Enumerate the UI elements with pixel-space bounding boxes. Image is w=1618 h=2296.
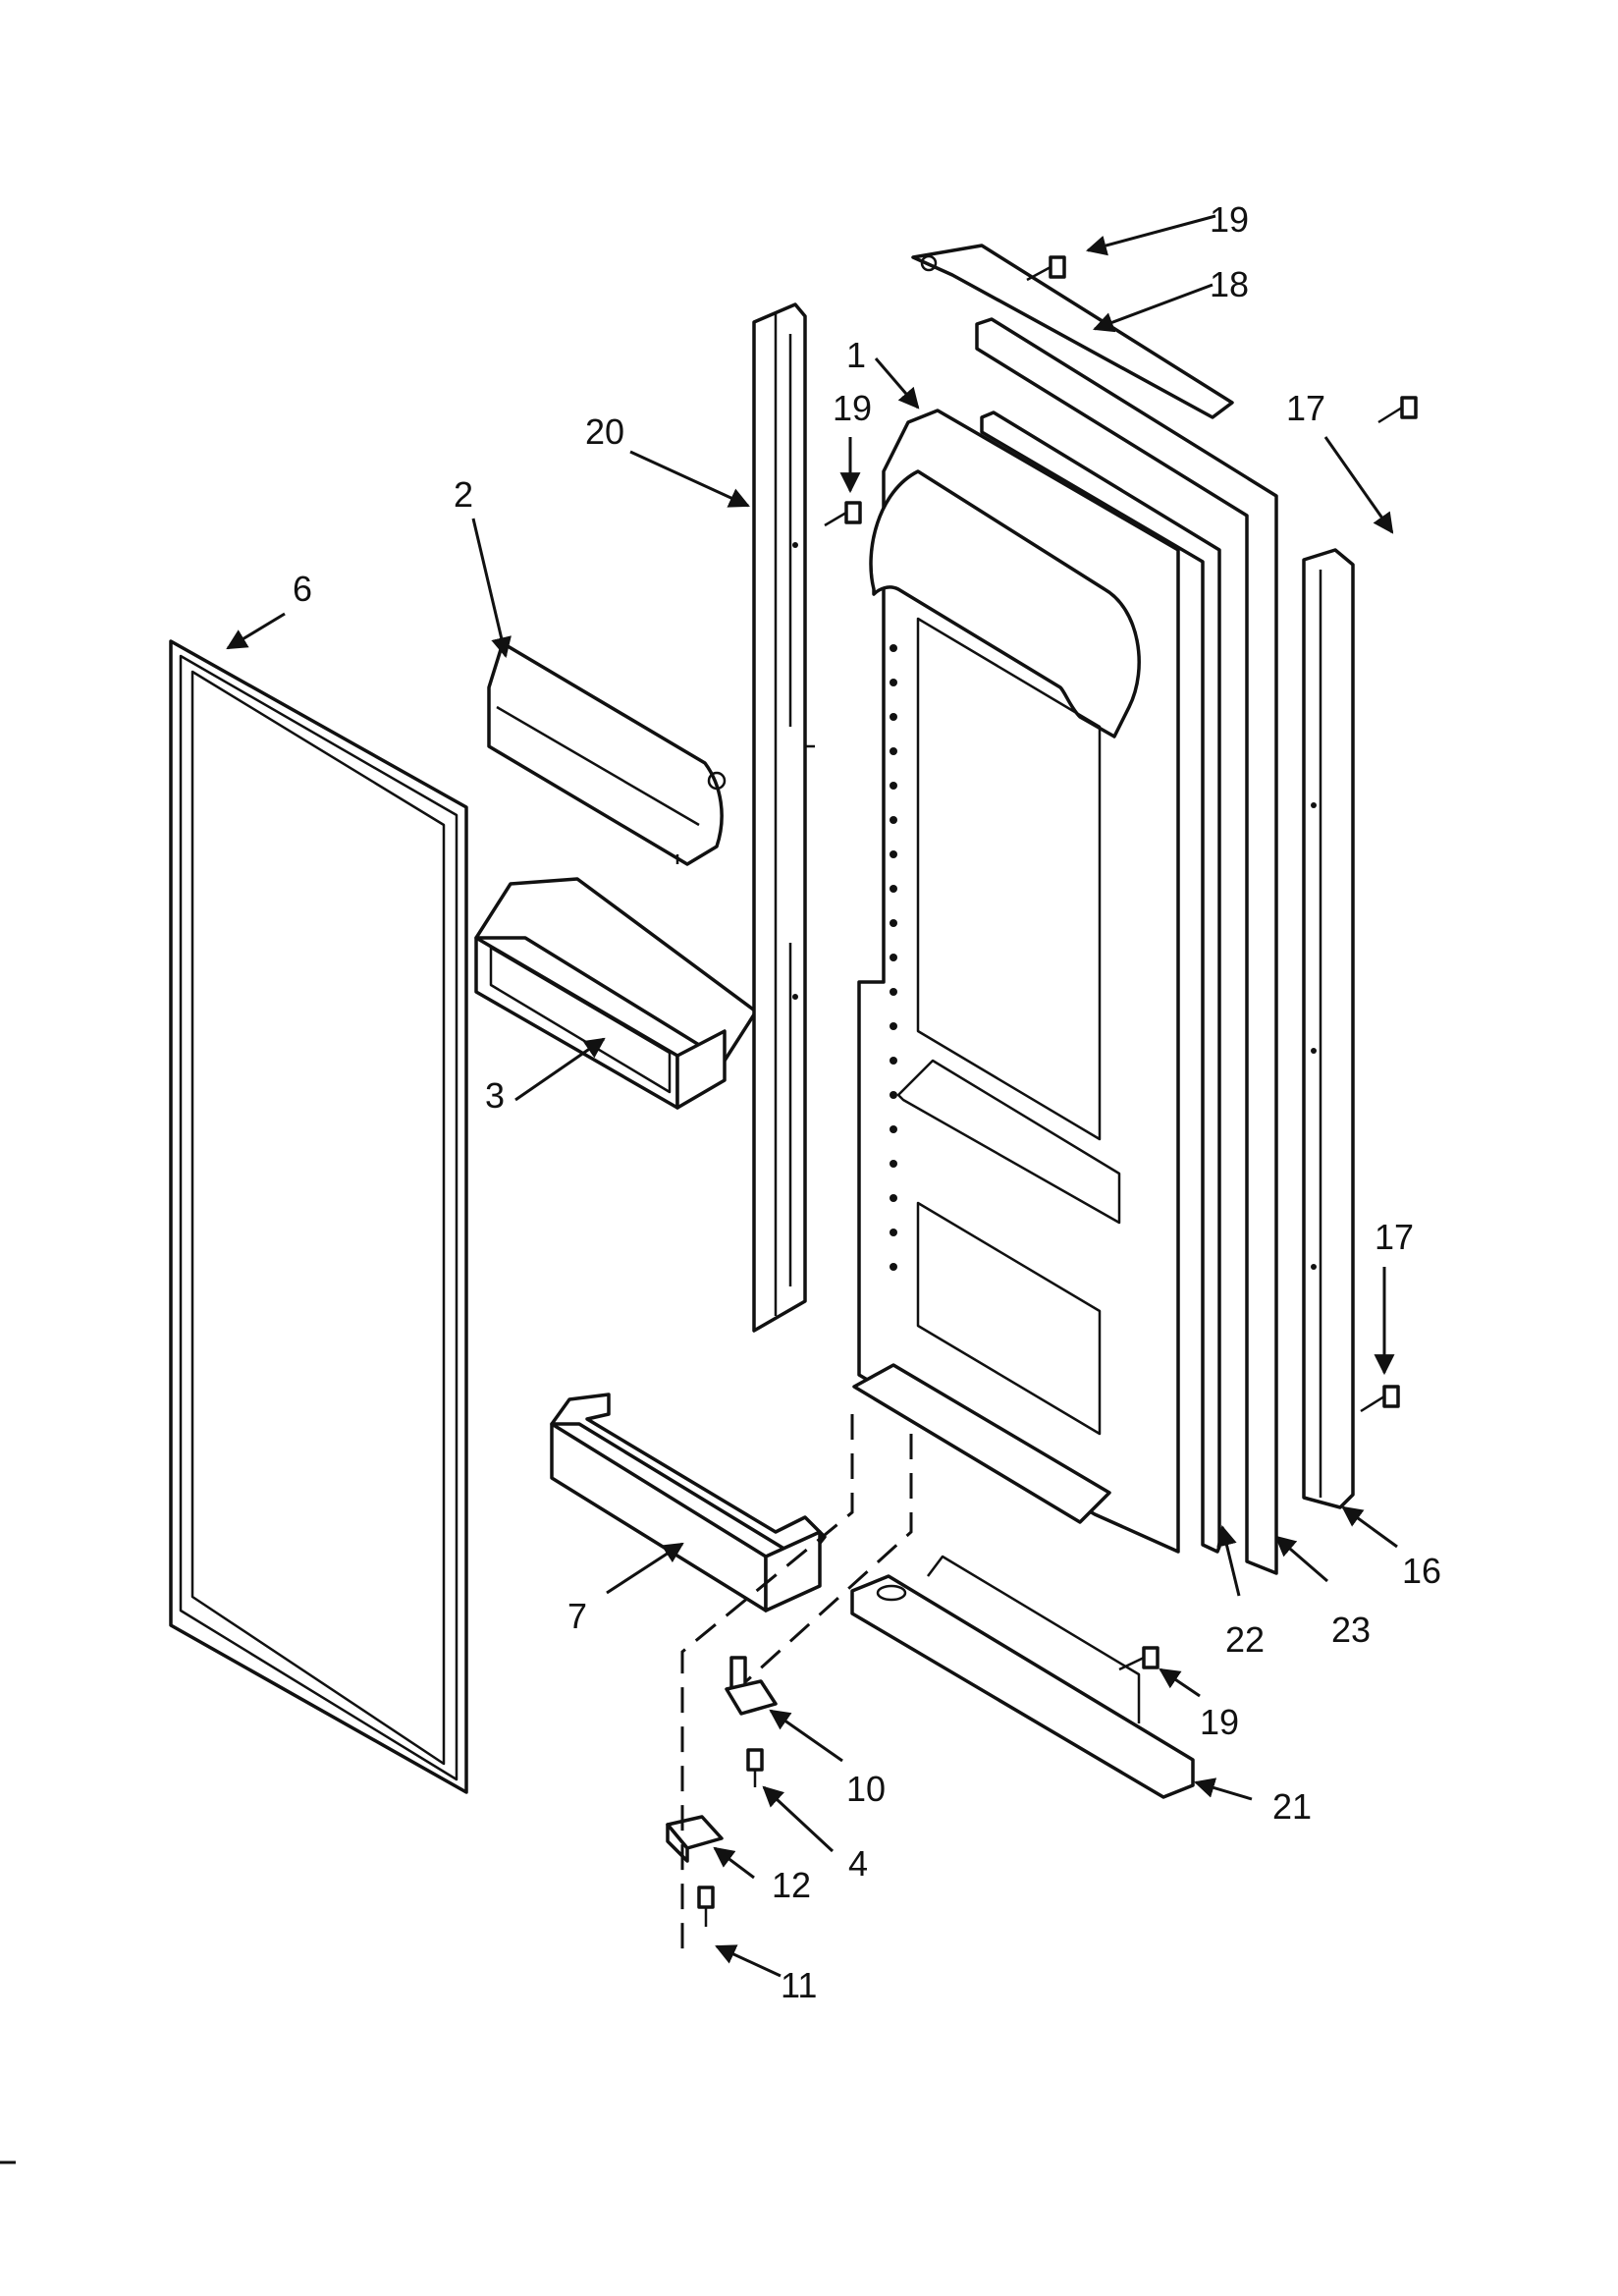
callout-21: 21 [1272, 1786, 1312, 1827]
liner-holes [890, 644, 897, 1271]
callout-23: 23 [1331, 1610, 1371, 1650]
callout-2: 2 [454, 474, 473, 515]
callout-3: 3 [485, 1075, 505, 1116]
callout-20: 20 [585, 411, 624, 452]
lower-door-bin [550, 1393, 827, 1613]
door-liner [852, 409, 1180, 1554]
door-shelf-bin [474, 877, 758, 1110]
callout-18: 18 [1210, 264, 1249, 304]
cap-screw-top [1026, 255, 1066, 282]
callout-22: 22 [1225, 1619, 1265, 1660]
upper-hinge [725, 1656, 778, 1716]
bottom-cap [850, 1555, 1195, 1799]
lower-hinge [666, 1815, 724, 1863]
callout-16: 16 [1402, 1551, 1441, 1591]
top-cap [911, 244, 1234, 419]
callout-6: 6 [293, 569, 312, 609]
trim-screw-top [1377, 396, 1418, 424]
cap-screw-liner [824, 501, 862, 527]
door-panel-inner [980, 410, 1221, 1554]
cap-screw-bottom [1118, 1646, 1160, 1671]
door-trim-right [1302, 548, 1355, 1509]
leader-lines [226, 214, 1398, 1978]
callout-10: 10 [846, 1769, 886, 1809]
callout-17-bottom: 17 [1375, 1217, 1414, 1257]
callout-19-top: 19 [1210, 199, 1249, 240]
callout-11: 11 [781, 1965, 817, 2005]
door-trim-left [752, 302, 815, 1333]
callout-4: 4 [848, 1843, 868, 1884]
trim-screw-bottom [1360, 1385, 1400, 1413]
callout-labels: 19 18 1 19 20 2 6 17 17 16 23 22 3 7 10 … [293, 199, 1441, 2005]
callout-19-liner: 19 [833, 388, 872, 428]
alignment-lines [680, 1414, 913, 1954]
callout-7: 7 [567, 1596, 587, 1636]
callout-17-top: 17 [1286, 388, 1325, 428]
callout-19-bottom: 19 [1200, 1702, 1239, 1742]
hinge-pin-screw [746, 1748, 764, 1787]
door-gasket [169, 639, 468, 1794]
dairy-door [487, 641, 727, 866]
callout-1: 1 [846, 335, 866, 375]
callout-12: 12 [772, 1865, 811, 1905]
door-panel-outer [975, 317, 1278, 1575]
hinge-screw [697, 1886, 715, 1927]
